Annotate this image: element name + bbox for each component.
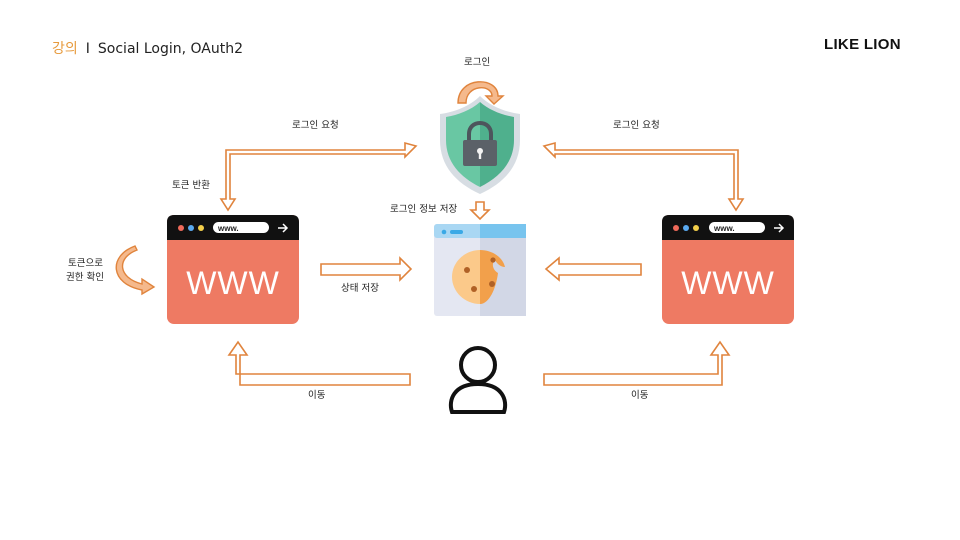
page-header: 강의 I Social Login, OAuth2 (52, 38, 243, 58)
arrow-right-to-cookie (544, 256, 642, 282)
arrow-move-left (227, 340, 411, 386)
label-login-request-left: 로그인 요청 (292, 120, 339, 131)
arrow-token-check (115, 245, 156, 296)
label-token-return: 토큰 반환 (172, 180, 210, 191)
user-icon (448, 346, 508, 414)
label-save-login-info: 로그인 정보 저장 (390, 204, 458, 215)
browser-address-right: www. (713, 224, 735, 233)
arrow-login-loop (457, 81, 505, 105)
brand-logo: LIKE LION (824, 36, 901, 53)
browser-site-text-left: WWW (186, 265, 280, 301)
header-title: Social Login, OAuth2 (97, 41, 244, 57)
arrow-login-request-left (219, 141, 418, 212)
arrow-login-request-right (542, 141, 745, 212)
label-token-check-line2: 권한 확인 (66, 272, 104, 283)
shield-lock-icon (440, 96, 520, 194)
label-move-left: 이동 (308, 390, 326, 401)
header-category: 강의 (52, 41, 78, 57)
cookie-window-icon (434, 224, 526, 316)
browser-window-left: www. WWW (167, 215, 299, 324)
label-login-request-right: 로그인 요청 (613, 120, 660, 131)
header-separator: I (85, 41, 90, 57)
label-login: 로그인 (464, 57, 491, 68)
label-move-right: 이동 (631, 390, 649, 401)
arrow-save-state (320, 256, 413, 282)
browser-window-right: www. WWW (662, 215, 794, 324)
arrow-save-login-info (469, 201, 491, 221)
arrow-move-right (543, 340, 731, 386)
label-token-check-line1: 토큰으로 (68, 258, 103, 269)
browser-address-left: www. (217, 224, 239, 233)
browser-site-text-right: WWW (681, 265, 775, 301)
label-save-state: 상태 저장 (341, 283, 379, 294)
